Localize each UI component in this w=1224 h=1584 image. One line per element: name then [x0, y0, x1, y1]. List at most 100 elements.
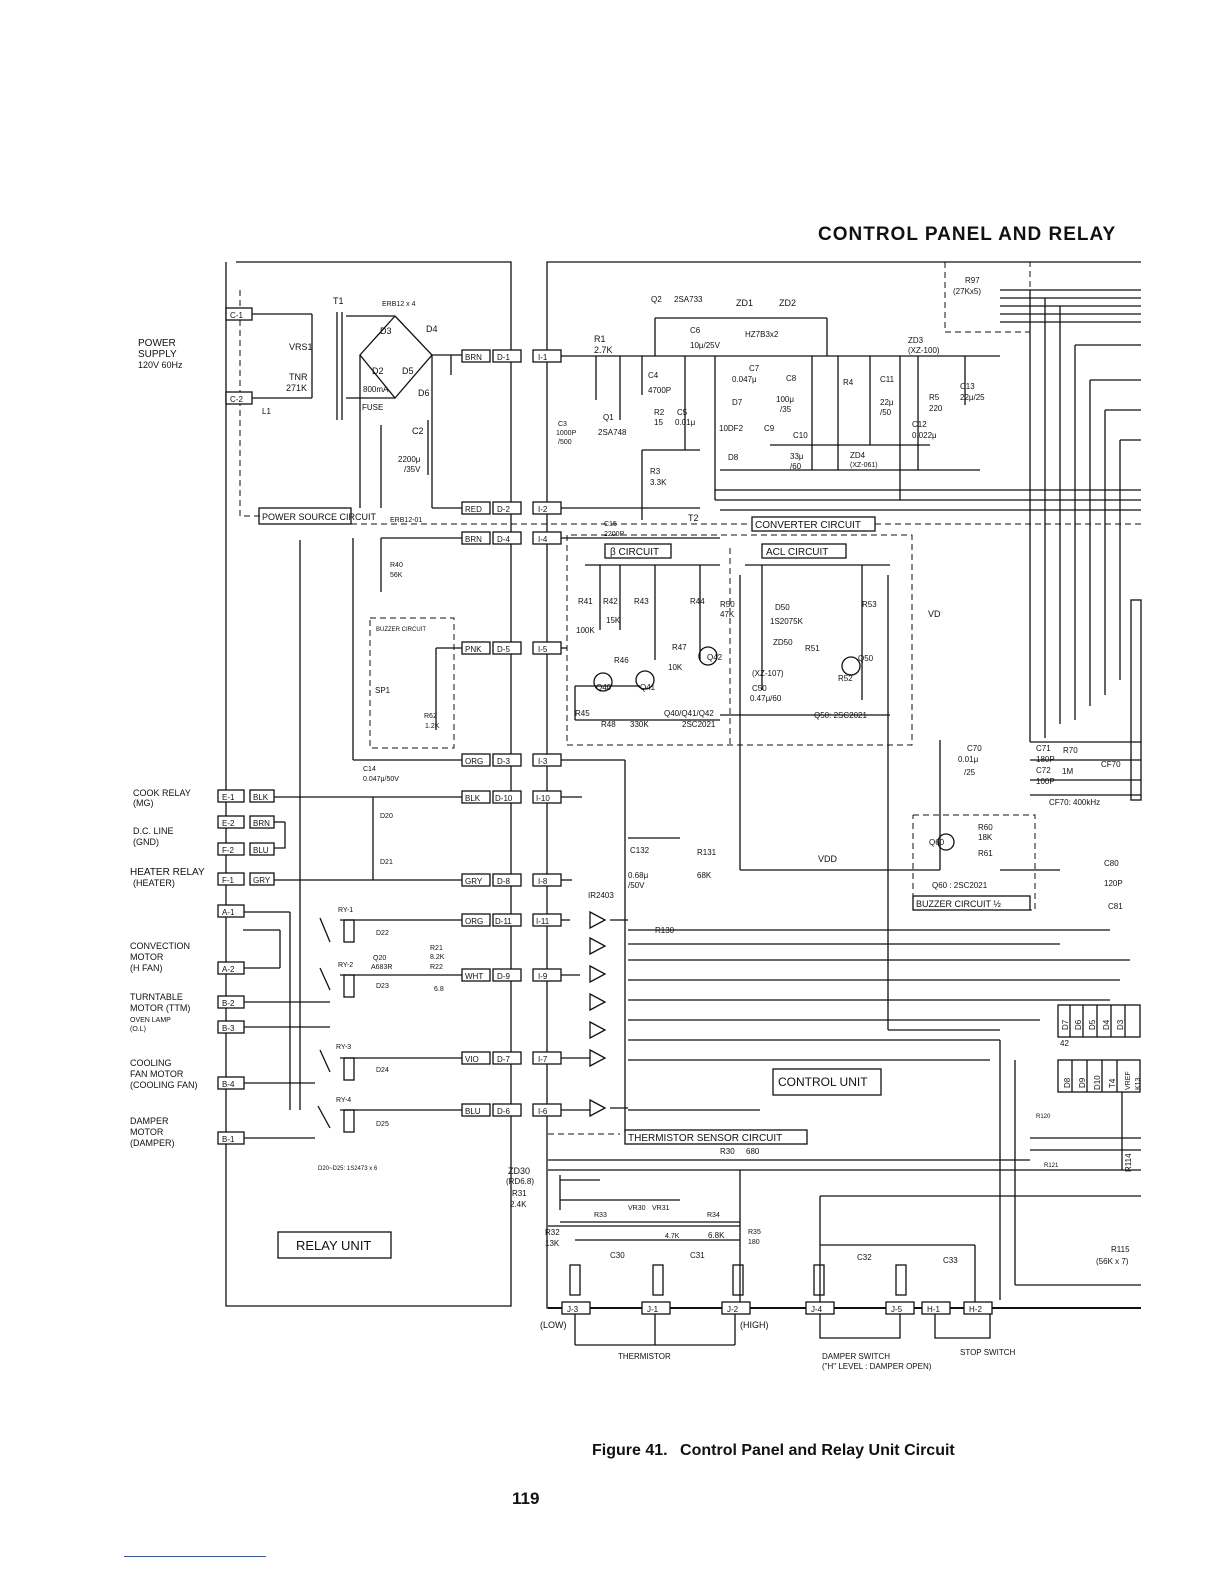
- comp-3-3k: 3.3K: [650, 478, 667, 487]
- comp-2200u: 2200μ: [398, 455, 421, 464]
- comp-2sa733: 2SA733: [674, 295, 703, 304]
- comp-c14: C14: [363, 766, 376, 773]
- comp-r51: R51: [805, 644, 820, 653]
- label-motor-2: MOTOR: [130, 1127, 164, 1137]
- comp-220: 220: [929, 404, 943, 413]
- wire-gry: GRY: [253, 876, 271, 885]
- comp-l1: L1: [262, 407, 271, 416]
- comp-330k: 330K: [630, 720, 649, 729]
- comp-0-68u: 0.68μ: [628, 871, 649, 880]
- comp-r44: R44: [690, 597, 705, 606]
- comp-100u: 100μ: [776, 395, 794, 404]
- comp-hz7b3x2: HZ7B3x2: [745, 330, 779, 339]
- label-damper-open: ("H" LEVEL : DAMPER OPEN): [822, 1362, 932, 1371]
- connector-d11: D-11: [495, 917, 512, 926]
- comp-50v: /50V: [628, 881, 645, 890]
- comp-120p: 120P: [1104, 879, 1123, 888]
- label-ol: (O.L): [130, 1026, 146, 1033]
- label-gnd: (GND): [133, 837, 159, 847]
- harness-vio: VIO: [465, 1055, 479, 1064]
- comp-10u25v: 10μ/25V: [690, 341, 721, 350]
- comp-35v: /35V: [404, 465, 421, 474]
- block-converter: CONVERTER CIRCUIT: [755, 520, 861, 531]
- comp-q60-type: Q60 : 2SC2021: [932, 881, 988, 890]
- pin-d6: D6: [1074, 1019, 1083, 1030]
- relay-coils: [317, 917, 355, 1133]
- label-damper: DAMPER: [130, 1116, 169, 1126]
- harness-brn-1: BRN: [465, 353, 482, 362]
- comp-r5: R5: [929, 393, 940, 402]
- comp-4700p: 4700P: [648, 386, 671, 395]
- label-motor-1: MOTOR: [130, 952, 164, 962]
- comp-22u: 22μ: [880, 398, 894, 407]
- comp-0-47u60: 0.47μ/60: [750, 694, 782, 703]
- connector-d2: D-2: [497, 505, 510, 514]
- comp-d8: D8: [728, 453, 739, 462]
- harness-org-2: ORG: [465, 917, 483, 926]
- comp-27kx5: (27Kx5): [953, 287, 981, 296]
- comp-xz100: (XZ-100): [908, 346, 940, 355]
- connector-b3: B-3: [222, 1024, 235, 1033]
- label-low: (LOW): [540, 1320, 567, 1330]
- comp-r3: R3: [650, 467, 661, 476]
- harness-blu: BLU: [465, 1107, 481, 1116]
- comp-c6: C6: [690, 326, 701, 335]
- comp-47k: 47K: [720, 610, 735, 619]
- comp-4-7k: 4.7K: [665, 1233, 680, 1240]
- connector-boxes: [217, 307, 1031, 1315]
- comp-c32: C32: [857, 1253, 872, 1262]
- comp-r30: R30: [720, 1147, 735, 1156]
- label-cooling: COOLING: [130, 1058, 172, 1068]
- comp-d25: D25: [376, 1121, 389, 1128]
- comp-d3: D3: [380, 326, 392, 336]
- connector-b1: B-1: [222, 1135, 235, 1144]
- connector-i1: I-1: [538, 353, 548, 362]
- connector-d9: D-9: [497, 972, 510, 981]
- wire-brn: BRN: [253, 819, 270, 828]
- comp-r52: R52: [838, 674, 853, 683]
- comp-0-022u: 0.022μ: [912, 431, 937, 440]
- comp-q41: Q41: [640, 683, 656, 692]
- pin-vref: VREF: [1125, 1071, 1132, 1090]
- comp-c11: C11: [880, 375, 895, 384]
- label-oven-lamp: OVEN LAMP: [130, 1017, 171, 1024]
- comp-r130: R130: [655, 926, 675, 935]
- pin-d3: D3: [1116, 1019, 1125, 1030]
- label-convection: CONVECTION: [130, 941, 190, 951]
- comp-r47: R47: [672, 643, 687, 652]
- label-heater-relay: HEATER RELAY: [130, 867, 205, 878]
- comp-c7-val: 0.047μ: [732, 375, 757, 384]
- block-buzzer: BUZZER CIRCUIT: [376, 627, 426, 633]
- label-h-fan: (H FAN): [130, 963, 163, 973]
- comp-c9: C9: [764, 424, 775, 433]
- comp-r114: R114: [1124, 1153, 1133, 1172]
- comp-d50: D50: [775, 603, 790, 612]
- comp-zd3: ZD3: [908, 336, 924, 345]
- comp-c13: C13: [960, 382, 975, 391]
- figure-caption-text: Control Panel and Relay Unit Circuit: [680, 1442, 955, 1459]
- block-beta: β CIRCUIT: [610, 547, 659, 558]
- connector-i4: I-4: [538, 535, 548, 544]
- pin-d9: D9: [1078, 1077, 1087, 1088]
- comp-2-7k: 2.7K: [594, 345, 613, 355]
- comp-33u: 33μ: [790, 452, 804, 461]
- block-buzzer-half: BUZZER CIRCUIT ½: [916, 899, 1001, 909]
- connector-c2: C-2: [230, 395, 243, 404]
- comp-d24: D24: [376, 1067, 389, 1074]
- comp-15: 15: [654, 418, 663, 427]
- pin-d10: D10: [1093, 1075, 1102, 1090]
- comp-100k: 100K: [576, 626, 595, 635]
- comp-ry4: RY-4: [336, 1097, 351, 1104]
- comp-r1: R1: [594, 334, 606, 344]
- comp-c7: C7: [749, 364, 760, 373]
- connector-i10: I-10: [536, 794, 550, 803]
- comp-vr31: VR31: [652, 1205, 670, 1212]
- comp-1s2075k: 1S2075K: [770, 617, 804, 626]
- comp-10df2-a: 10DF2: [719, 424, 744, 433]
- comp-68k: 68K: [697, 871, 712, 880]
- comp-r43: R43: [634, 597, 649, 606]
- comp-c132: C132: [630, 846, 650, 855]
- connector-j2: J-2: [727, 1305, 739, 1314]
- comp-d7: D7: [732, 398, 743, 407]
- label-power: POWER: [138, 338, 176, 349]
